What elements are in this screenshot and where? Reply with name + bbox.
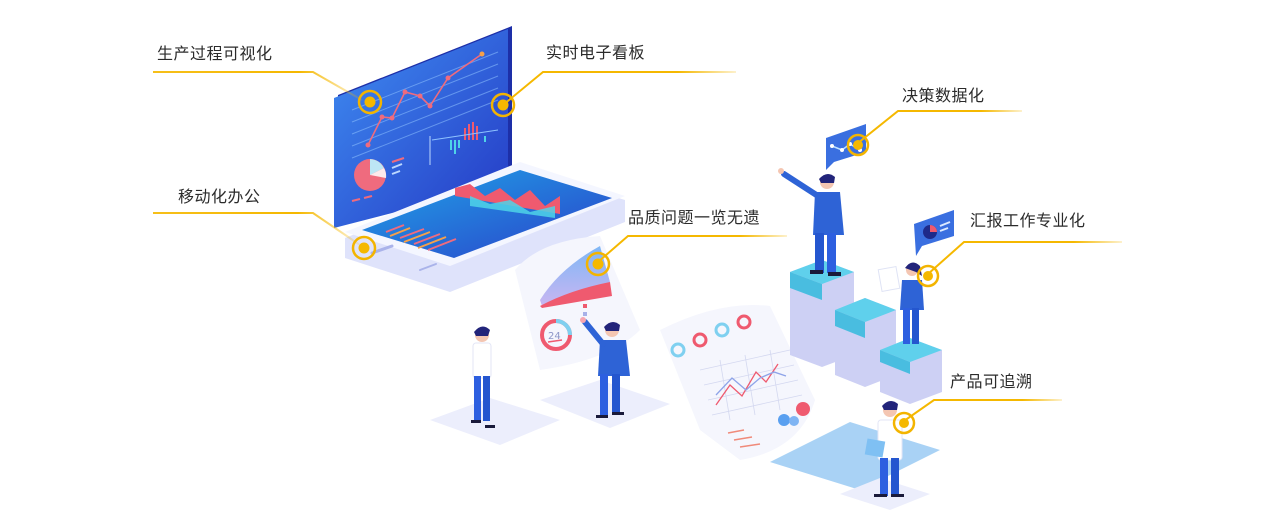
callout-label-quality-overview: 品质问题一览无遗 — [628, 208, 761, 227]
person-standing-left — [471, 326, 495, 428]
callout-lines — [153, 71, 1122, 422]
callout-label-product-traceability: 产品可追溯 — [950, 372, 1033, 391]
callout-label-mobile-office: 移动化办公 — [178, 187, 261, 206]
svg-text:24: 24 — [548, 331, 561, 342]
callout-markers — [351, 89, 940, 435]
callout-label-realtime-dashboard: 实时电子看板 — [546, 43, 646, 62]
step-cubes — [790, 260, 942, 404]
person-reading-report — [877, 262, 924, 344]
dashboard-screen — [334, 26, 512, 228]
platform — [430, 398, 560, 445]
callout-label-data-driven-decision: 决策数据化 — [902, 86, 985, 105]
pie-chart-bubble-icon — [914, 210, 954, 256]
person-on-top-cube — [778, 168, 844, 276]
analysis-report-sheet — [660, 305, 815, 460]
person-pointing-center — [580, 317, 630, 418]
callout-label-professional-reporting: 汇报工作专业化 — [970, 211, 1086, 230]
callout-label-process-visualization: 生产过程可视化 — [157, 44, 273, 63]
mobile-phone — [345, 162, 625, 292]
